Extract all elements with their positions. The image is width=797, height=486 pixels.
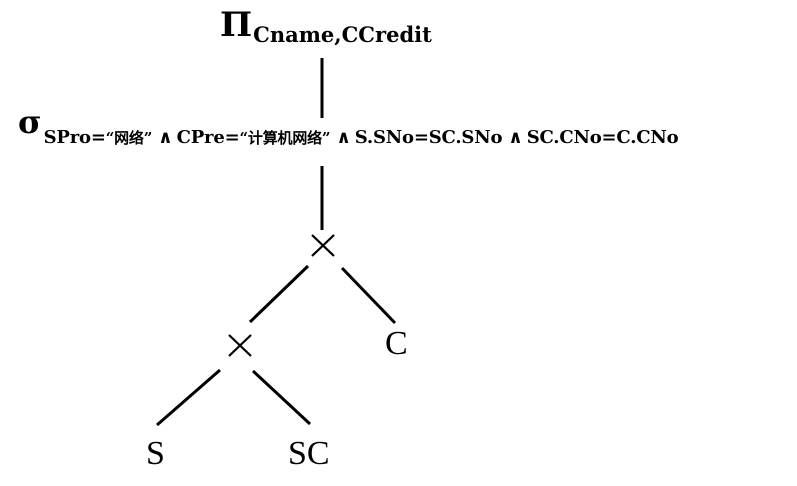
leaf-relation-sc: SC <box>288 435 330 472</box>
projection-operator: Π <box>220 5 253 45</box>
edge-inner-product-to-sc <box>251 369 312 426</box>
projection-attributes: Cname,CCredit <box>253 22 432 47</box>
and-operator-2: ∧ <box>336 127 351 148</box>
cartesian-product-icon-inner <box>228 334 252 357</box>
edge-product-to-inner-product <box>248 264 310 324</box>
condition-spro: SPro= <box>43 127 106 148</box>
selection-operator: σ <box>18 103 42 141</box>
condition-cno-join: SC.CNo=C.CNo <box>526 127 679 148</box>
condition-cpre: CPre= <box>176 127 240 148</box>
condition-spro-value: “网络” <box>105 129 153 147</box>
projection-node: ΠCname,CCredit <box>220 5 432 45</box>
edge-inner-product-to-s <box>156 368 221 427</box>
leaf-relation-s: S <box>146 435 165 472</box>
leaf-relation-c: C <box>385 325 408 362</box>
condition-sno-join: S.SNo=SC.SNo <box>354 127 503 148</box>
condition-cpre-value: “计算机网络” <box>239 129 331 147</box>
cartesian-product-icon-top <box>311 234 335 257</box>
and-operator-1: ∧ <box>158 127 173 148</box>
selection-condition: SPro=“网络”∧CPre=“计算机网络”∧S.SNo=SC.SNo∧SC.C… <box>44 127 679 148</box>
and-operator-3: ∧ <box>508 127 523 148</box>
edge-product-to-c <box>340 266 397 325</box>
